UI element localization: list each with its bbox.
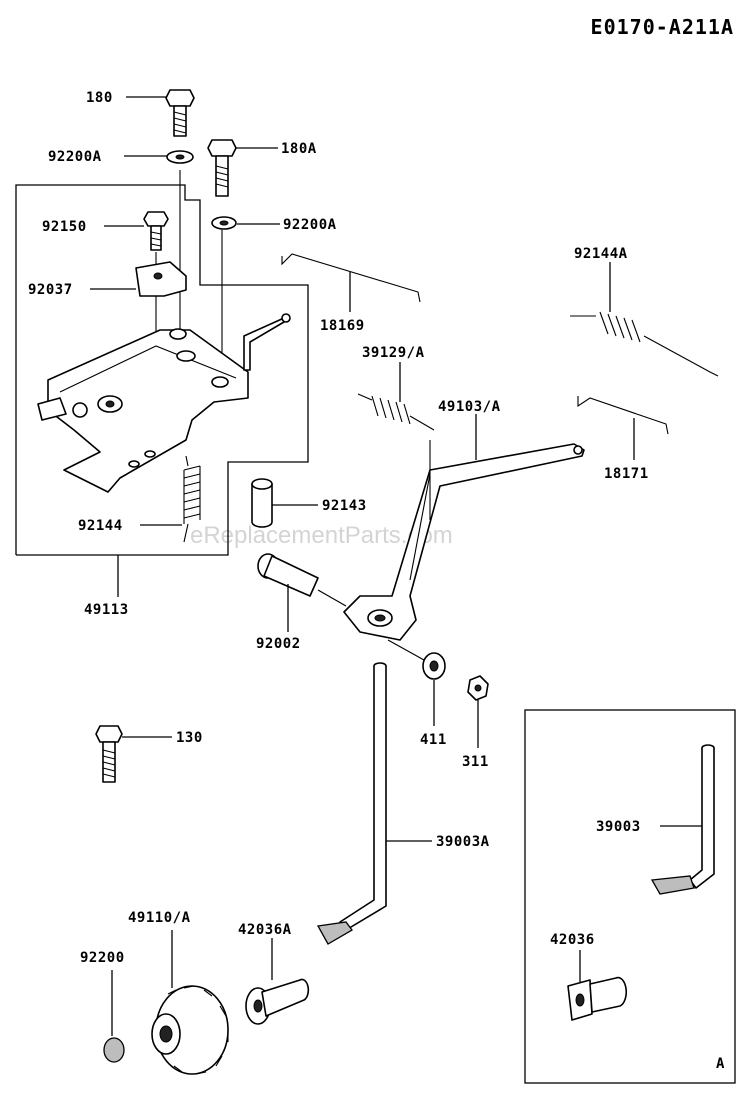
label-39003: 39003 (596, 819, 641, 835)
collar-92143-part (251, 478, 273, 528)
label-42036: 42036 (550, 932, 595, 948)
clamp-92037-part (135, 261, 187, 297)
centerline-411 (387, 639, 425, 661)
label-49110A: 49110/A (128, 910, 191, 926)
label-18171: 18171 (604, 466, 649, 482)
label-92144: 92144 (78, 518, 123, 534)
label-92150: 92150 (42, 219, 87, 235)
bolt-180-part (165, 89, 195, 137)
shaft-42036A-part (245, 978, 310, 1025)
label-311: 311 (462, 754, 489, 770)
label-92143: 92143 (322, 498, 367, 514)
label-92144A: 92144A (574, 246, 628, 262)
label-18169: 18169 (320, 318, 365, 334)
label-49103A: 49103/A (438, 399, 501, 415)
diagram-code: E0170-A211A (591, 15, 734, 39)
nut-311-part (467, 675, 489, 701)
label-39003A: 39003A (436, 834, 490, 850)
label-130: 130 (176, 730, 203, 746)
bolt-180A-part (207, 139, 237, 197)
label-49113: 49113 (84, 602, 129, 618)
bolt-130-part (95, 725, 123, 783)
label-180: 180 (86, 90, 113, 106)
governor-lever-49103A-part (343, 443, 585, 641)
label-180A: 180A (281, 141, 317, 157)
label-92200A-top: 92200A (48, 149, 102, 165)
inset-label: A (716, 1056, 725, 1072)
washer-92200A-second-part (211, 216, 237, 230)
governor-plate-part (37, 313, 291, 493)
label-92002: 92002 (256, 636, 301, 652)
label-39129A: 39129/A (362, 345, 425, 361)
washer-92200A-part (166, 150, 194, 164)
shaft-42036-part (567, 976, 628, 1021)
bolt-92150-part (143, 211, 169, 251)
washer-411-part (422, 652, 446, 680)
shaft-39003-part (650, 744, 715, 895)
gear-49110A-part (151, 985, 229, 1075)
washer-92200-part (103, 1037, 125, 1063)
rod-18171-part (577, 396, 669, 435)
label-42036A: 42036A (238, 922, 292, 938)
rod-18169-part (281, 253, 421, 303)
group-outline-49113 (15, 184, 309, 556)
label-92037: 92037 (28, 282, 73, 298)
spring-92144A-part (570, 311, 719, 377)
bolt-92002-part (257, 553, 347, 607)
spring-39129A-part (357, 393, 435, 431)
shaft-39003A-part (316, 662, 387, 945)
label-92200: 92200 (80, 950, 125, 966)
spring-92144-part (183, 455, 201, 543)
label-92200A-second: 92200A (283, 217, 337, 233)
inset-box (524, 709, 736, 1084)
label-411: 411 (420, 732, 447, 748)
